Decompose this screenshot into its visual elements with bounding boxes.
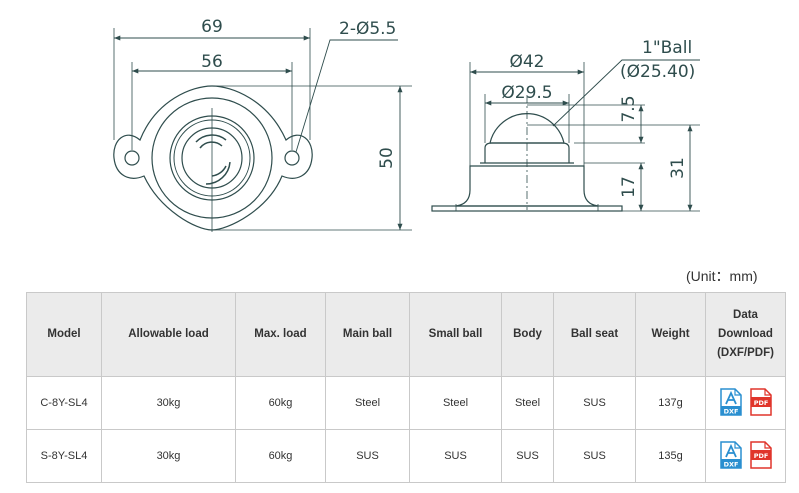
cell-body: SUS (501, 429, 554, 483)
header-model: Model (26, 292, 102, 377)
header-download: Data Download (DXF/PDF) (705, 292, 786, 377)
header-ball-seat: Ball seat (553, 292, 636, 377)
pdf-file-icon[interactable]: PDF (749, 387, 772, 416)
cell-ball-seat: SUS (553, 376, 636, 430)
header-max-load: Max. load (235, 292, 326, 377)
dxf-file-icon[interactable]: DXF (719, 440, 742, 469)
cell-max-load: 60kg (235, 376, 326, 430)
cell-allowable-load: 30kg (101, 376, 236, 430)
header-download-line2: Download (718, 328, 773, 340)
cell-download: DXF PDF (705, 429, 786, 483)
dxf-label: DXF (723, 407, 738, 415)
mount-hole-right (284, 150, 300, 166)
header-main-ball: Main ball (325, 292, 410, 377)
header-body: Body (501, 292, 554, 377)
dim-7-5: 7.5 (619, 95, 639, 122)
dxf-label: DXF (723, 460, 738, 468)
ball-size: (Ø25.40) (620, 62, 695, 82)
dim-17: 17 (619, 176, 639, 198)
cell-allowable-load: 30kg (101, 429, 236, 483)
pdf-label: PDF (753, 452, 768, 460)
table-row: S-8Y-SL4 30kg 60kg SUS SUS SUS SUS 135g … (26, 429, 786, 483)
technical-drawing: 69 56 2-Ø5.5 50 Ø42 Ø29.5 1"Ball (Ø25.40… (113, 17, 700, 232)
mount-hole-left (124, 150, 140, 166)
dim-42: Ø42 (509, 52, 544, 72)
header-download-line1: Data (733, 309, 758, 321)
dim-31: 31 (668, 157, 688, 179)
header-download-line3: (DXF/PDF) (717, 347, 774, 359)
table-header-row: Model Allowable load Max. load Main ball… (26, 292, 786, 377)
cell-model: S-8Y-SL4 (26, 429, 102, 483)
header-allowable-load: Allowable load (101, 292, 236, 377)
cell-ball-seat: SUS (553, 429, 636, 483)
dim-50: 50 (377, 147, 397, 169)
table-row: C-8Y-SL4 30kg 60kg Steel Steel Steel SUS… (26, 376, 786, 430)
cell-body: Steel (501, 376, 554, 430)
ball-label: 1"Ball (642, 38, 692, 58)
pdf-label: PDF (753, 399, 768, 407)
dxf-file-icon[interactable]: DXF (719, 387, 742, 416)
dim-29-5: Ø29.5 (501, 83, 552, 103)
dim-holes: 2-Ø5.5 (339, 19, 396, 39)
cell-main-ball: SUS (325, 429, 410, 483)
pdf-file-icon[interactable]: PDF (749, 440, 772, 469)
dim-69: 69 (201, 17, 223, 37)
cell-model: C-8Y-SL4 (26, 376, 102, 430)
cell-small-ball: Steel (409, 376, 502, 430)
flange-outline (113, 85, 313, 231)
cell-small-ball: SUS (409, 429, 502, 483)
unit-label: (Unit：mm) (686, 268, 758, 284)
side-flange (431, 205, 623, 212)
spec-table: Model Allowable load Max. load Main ball… (26, 292, 786, 483)
cell-download: DXF PDF (705, 376, 786, 430)
header-weight: Weight (635, 292, 706, 377)
cell-weight: 137g (635, 376, 706, 430)
cell-max-load: 60kg (235, 429, 326, 483)
cell-main-ball: Steel (325, 376, 410, 430)
cell-weight: 135g (635, 429, 706, 483)
dim-56: 56 (201, 52, 223, 72)
header-small-ball: Small ball (409, 292, 502, 377)
